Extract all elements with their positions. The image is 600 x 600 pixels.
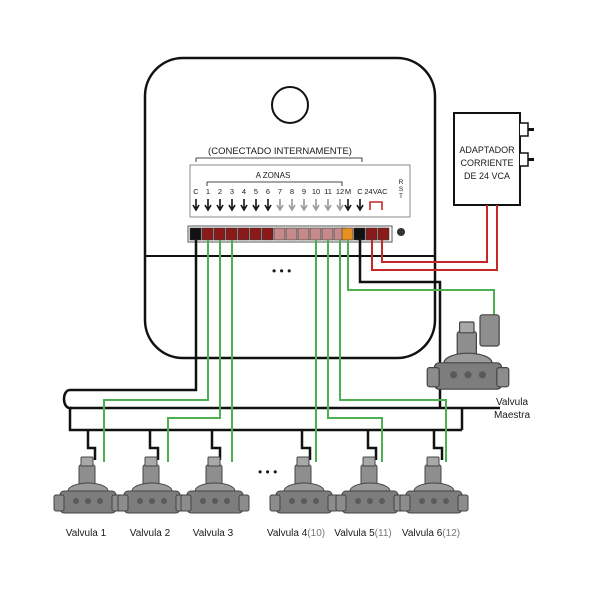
valve-label-5: Valvula 5(11)	[334, 528, 391, 539]
terminal-label-9: 9	[302, 187, 306, 196]
terminal-block	[187, 225, 393, 243]
valve-4	[269, 456, 339, 514]
terminal-arrow-9	[300, 199, 308, 212]
zone-wire-5	[327, 240, 383, 462]
valve-3	[180, 456, 250, 514]
terminal-screw-0[interactable]	[189, 227, 202, 241]
terminal-label-14: C	[357, 187, 363, 196]
master-wire	[347, 240, 495, 318]
controller: • • • (CONECTADO INTERNAMENTE) A ZONAS R…	[143, 56, 437, 360]
terminal-screw-4[interactable]	[237, 227, 250, 241]
terminal-label-6: 6	[266, 187, 270, 196]
terminal-screw-5[interactable]	[249, 227, 262, 241]
terminal-screw-13[interactable]	[341, 227, 354, 241]
power-adapter: ADAPTADOR CORRIENTE DE 24 VCA	[453, 112, 534, 206]
terminal-screw-3[interactable]	[225, 227, 238, 241]
terminal-label-13: M	[345, 187, 351, 196]
terminal-arrow-8	[288, 199, 296, 212]
terminal-arrow-6	[264, 199, 272, 212]
terminal-arrow-10	[312, 199, 320, 212]
power-wire-1	[371, 205, 498, 271]
terminal-arrow-12	[336, 199, 344, 212]
terminal-screw-8[interactable]	[285, 227, 298, 241]
terminal-label-4: 4	[242, 187, 246, 196]
terminal-arrow-4	[240, 199, 248, 212]
terminal-arrow-1	[204, 199, 212, 212]
valve-label-3: Valvula 3	[193, 528, 234, 539]
zones-bracket	[206, 181, 343, 186]
zone-wire-6	[339, 240, 447, 462]
terminal-label-8: 8	[290, 187, 294, 196]
terminal-screw-9[interactable]	[297, 227, 310, 241]
terminal-label-15: 24VAC	[364, 187, 388, 196]
terminal-label-11: 11	[324, 187, 332, 196]
adapter-label-3: DE 24 VCA	[464, 171, 510, 181]
terminal-label-10: 10	[312, 187, 320, 196]
zone-wire-2	[167, 240, 221, 462]
terminal-screw-11[interactable]	[321, 227, 334, 241]
internal-connection-label: (CONECTADO INTERNAMENTE)	[208, 146, 352, 157]
power-wire-2	[381, 205, 488, 263]
valve-label-4: Valvula 4(10)	[267, 528, 325, 539]
terminal-arrow-7	[276, 199, 284, 212]
terminal-arrow-3	[228, 199, 236, 212]
terminal-screw-14[interactable]	[353, 227, 366, 241]
zone-wire-1	[103, 240, 209, 462]
terminal-label-panel	[189, 164, 411, 218]
terminal-screw-10[interactable]	[309, 227, 322, 241]
valve-label-2: Valvula 2	[130, 528, 171, 539]
zones-label: A ZONAS	[256, 171, 291, 180]
valve-5	[335, 456, 405, 514]
master-valve-label-2: Maestra	[494, 410, 531, 421]
valve-1	[53, 456, 123, 514]
terminal-arrow-13	[344, 199, 352, 212]
power-wires	[371, 205, 498, 271]
terminal-label-0: C	[193, 187, 199, 196]
zone-wires	[103, 240, 495, 462]
terminal-label-3: 3	[230, 187, 234, 196]
controller-dial	[271, 86, 309, 124]
valve-6	[399, 456, 469, 514]
adapter-label-2: CORRIENTE	[460, 158, 513, 168]
terminal-arrow-11	[324, 199, 332, 212]
terminal-arrow-0	[192, 199, 200, 212]
reset-button[interactable]	[397, 228, 405, 236]
adapter-label-1: ADAPTADOR	[459, 145, 515, 155]
terminal-label-12: 12	[336, 187, 344, 196]
valve-2	[117, 456, 187, 514]
valves-ellipsis: • • •	[258, 465, 277, 479]
terminal-label-5: 5	[254, 187, 258, 196]
terminal-label-2: 2	[218, 187, 222, 196]
terminal-screw-16[interactable]	[377, 227, 390, 241]
terminal-label-1: 1	[206, 187, 210, 196]
internal-bracket	[195, 157, 363, 162]
terminal-screw-7[interactable]	[273, 227, 286, 241]
terminal-screw-2[interactable]	[213, 227, 226, 241]
master-valve	[426, 314, 510, 390]
terminal-screw-6[interactable]	[261, 227, 274, 241]
controller-ellipsis: • • •	[272, 264, 291, 278]
valve-labels: Valvula 1 Valvula 2 Valvula 3 Valvula 4(10)…	[66, 528, 460, 539]
adapter-box	[453, 112, 521, 206]
terminal-screw-15[interactable]	[365, 227, 378, 241]
terminal-arrow-2	[216, 199, 224, 212]
terminal-arrows	[192, 199, 383, 212]
valve-label-1: Valvula 1	[66, 528, 107, 539]
terminal-arrow-24vac	[369, 201, 383, 210]
master-valve-label-1: Valvula	[496, 397, 528, 408]
terminal-label-7: 7	[278, 187, 282, 196]
terminal-screw-1[interactable]	[201, 227, 214, 241]
valve-label-6: Valvula 6(12)	[402, 528, 460, 539]
terminal-arrow-14	[356, 199, 364, 212]
terminal-arrow-5	[252, 199, 260, 212]
